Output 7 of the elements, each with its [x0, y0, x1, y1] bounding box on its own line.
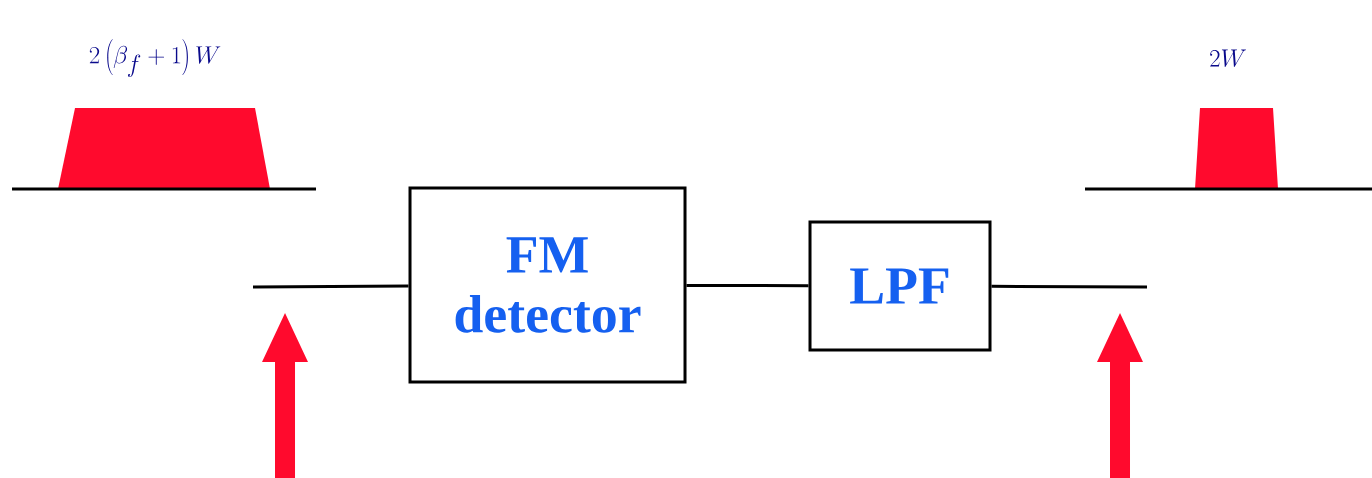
process-box: LPF [808, 220, 992, 352]
bandwidth-label: $2\left(\beta_f+1\right)W$ [89, 39, 221, 78]
signal-line [686, 283, 809, 288]
signal-line [253, 284, 409, 289]
signal-line [991, 284, 1147, 289]
bandwidth-label: $2W$ [1210, 49, 1246, 67]
process-box: FM detector [408, 186, 687, 384]
